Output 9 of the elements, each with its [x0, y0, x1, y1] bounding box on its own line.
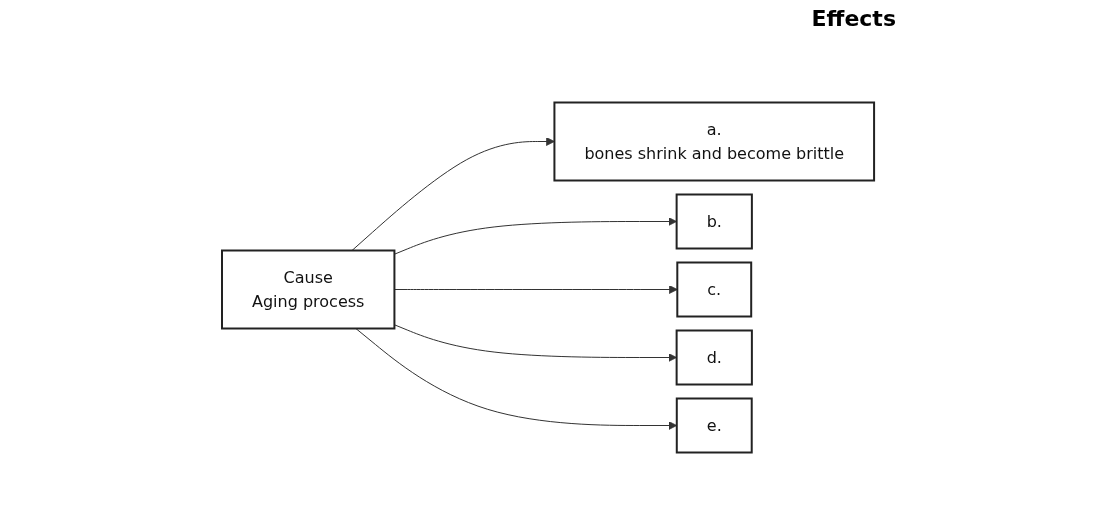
arrow: [393, 324, 677, 362]
arrow: [351, 137, 555, 251]
node-box: a. bones shrink and become brittle: [553, 101, 876, 182]
node-box: Cause Aging process: [220, 249, 396, 330]
heading: Effects: [811, 6, 896, 31]
node-box: d.: [675, 329, 753, 386]
node-box: b.: [675, 193, 753, 250]
node-box: c.: [676, 261, 753, 318]
node-box: e.: [675, 397, 753, 454]
